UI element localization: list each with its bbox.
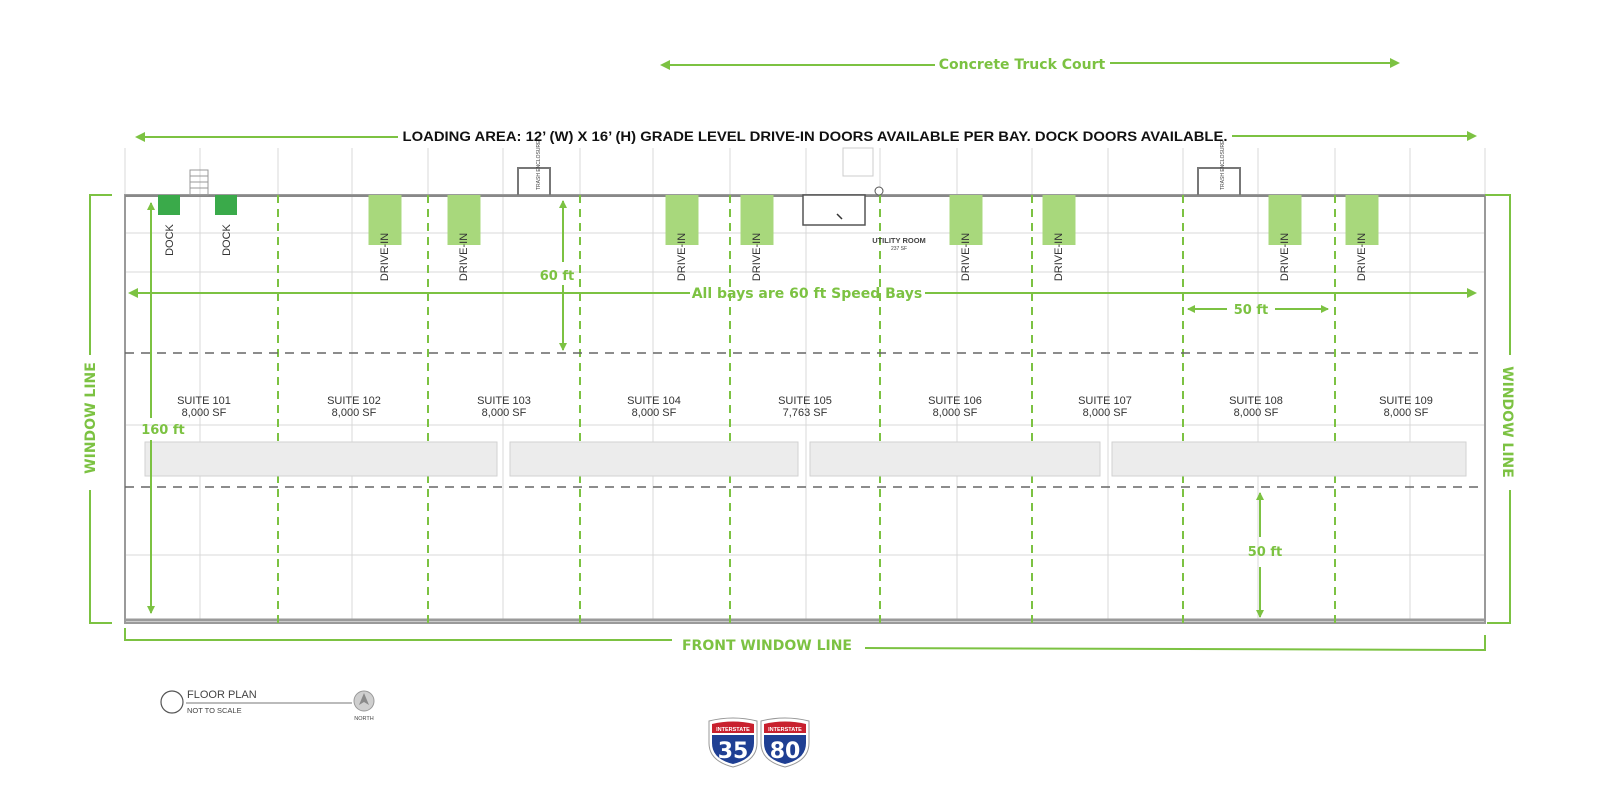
north-label: NORTH — [354, 716, 373, 722]
suite-area: 8,000 SF — [1083, 407, 1128, 419]
suite-area: 8,000 SF — [1384, 407, 1429, 419]
drive-in-door: DRIVE-IN — [1042, 195, 1076, 281]
shield-number: 35 — [718, 739, 749, 764]
suite-area: 8,000 SF — [1234, 407, 1279, 419]
shield-banner: INTERSTATE — [768, 727, 802, 733]
drive-in-door: DRIVE-IN — [1345, 195, 1379, 281]
suite-name: SUITE 104 — [627, 395, 681, 407]
drive-in-door-label: DRIVE-IN — [751, 233, 763, 281]
drive-in-door-label: DRIVE-IN — [458, 233, 470, 281]
stair-symbol — [189, 169, 209, 196]
interstate-shields: INTERSTATE 35 INTERSTATE 80 — [708, 717, 810, 768]
window-line-left: WINDOW LINE — [83, 194, 112, 624]
shield-banner: INTERSTATE — [716, 727, 750, 733]
svg-text:TRASH ENCLOSURE: TRASH ENCLOSURE — [1220, 140, 1226, 190]
suite-name: SUITE 101 — [177, 395, 231, 407]
suite-area: 8,000 SF — [332, 407, 377, 419]
truck-court-label: Concrete Truck Court — [939, 57, 1106, 73]
front-window-line-label: FRONT WINDOW LINE — [682, 638, 852, 654]
dimension-160ft-label: 160 ft — [141, 423, 185, 438]
window-line-right-label: WINDOW LINE — [1499, 366, 1515, 478]
interstate-shield-icon: INTERSTATE 80 — [760, 717, 810, 768]
suite-area: 8,000 SF — [182, 407, 227, 419]
dock-door-label: DOCK — [221, 223, 233, 255]
window-line-left-label: WINDOW LINE — [83, 362, 99, 474]
truck-court-arrow: Concrete Truck Court — [660, 57, 1400, 73]
suite-name: SUITE 108 — [1229, 395, 1283, 407]
dimension-60ft-label: 60 ft — [540, 269, 575, 284]
suite-name: SUITE 103 — [477, 395, 531, 407]
loading-area-label: LOADING AREA: 12’ (W) X 16’ (H) GRADE LE… — [403, 129, 1228, 144]
speed-bays-label: All bays are 60 ft Speed Bays — [692, 286, 923, 302]
suite-area: 8,000 SF — [632, 407, 677, 419]
drive-in-door: DRIVE-IN — [740, 195, 774, 281]
drive-in-door: DRIVE-IN — [447, 195, 481, 281]
utility-room-label: UTILITY ROOM — [872, 236, 926, 245]
legend-title: FLOOR PLAN — [187, 689, 257, 701]
storage-bands — [144, 441, 1467, 477]
dimension-50ft-horizontal: 50 ft — [1187, 303, 1329, 318]
trash-enclosure-left: TRASH ENCLOSURE — [517, 140, 551, 195]
dimension-50ft-vertical: 50 ft — [1248, 492, 1283, 618]
dock-door: DOCK — [158, 195, 180, 256]
suite-area: 8,000 SF — [482, 407, 527, 419]
drive-in-door-label: DRIVE-IN — [1053, 233, 1065, 281]
dock-door-label: DOCK — [164, 223, 176, 255]
speed-bay-lines — [125, 352, 1485, 488]
loading-doors: DOCK DOCK DRIVE-IN DRIVE-IN DRIVE-IN DRIVE-IN… — [158, 195, 1379, 281]
drive-in-door-label: DRIVE-IN — [1279, 233, 1291, 281]
loading-area-arrow: LOADING AREA: 12’ (W) X 16’ (H) GRADE LE… — [135, 129, 1477, 144]
dimension-160ft: 160 ft — [141, 202, 185, 614]
suite-name: SUITE 107 — [1078, 395, 1132, 407]
svg-text:TRASH ENCLOSURE: TRASH ENCLOSURE — [536, 140, 542, 190]
drive-in-door-label: DRIVE-IN — [1356, 233, 1368, 281]
window-line-right: WINDOW LINE — [1485, 194, 1515, 624]
suite-area: 7,763 SF — [783, 407, 828, 419]
suite-name: SUITE 106 — [928, 395, 982, 407]
bay-divider-lines — [277, 195, 1336, 623]
drive-in-door-label: DRIVE-IN — [960, 233, 972, 281]
legend-subtitle: NOT TO SCALE — [187, 706, 242, 715]
interstate-shield-icon: INTERSTATE 35 — [708, 717, 758, 768]
utility-room: UTILITY ROOM 237 SF — [802, 147, 926, 252]
dimension-60ft: 60 ft — [540, 200, 575, 351]
drive-in-door: DRIVE-IN — [665, 195, 699, 281]
dock-door: DOCK — [215, 195, 237, 256]
drive-in-door: DRIVE-IN — [1268, 195, 1302, 281]
drive-in-door-label: DRIVE-IN — [676, 233, 688, 281]
suite-name: SUITE 105 — [778, 395, 832, 407]
suite-name: SUITE 109 — [1379, 395, 1433, 407]
suite-area: 8,000 SF — [933, 407, 978, 419]
shield-number: 80 — [770, 739, 801, 764]
front-window-line: FRONT WINDOW LINE — [124, 628, 1486, 654]
drive-in-door-label: DRIVE-IN — [379, 233, 391, 281]
utility-room-area: 237 SF — [891, 246, 907, 252]
dimension-50ft-v-label: 50 ft — [1248, 545, 1283, 560]
floor-plan-legend: FLOOR PLAN NOT TO SCALE NORTH — [160, 689, 375, 722]
trash-enclosure-right: TRASH ENCLOSURE — [1197, 140, 1241, 195]
drive-in-door: DRIVE-IN — [368, 195, 402, 281]
speed-bays-arrow: All bays are 60 ft Speed Bays — [128, 286, 1477, 302]
north-arrow-icon — [353, 690, 375, 712]
drive-in-door: DRIVE-IN — [949, 195, 983, 281]
suite-name: SUITE 102 — [327, 395, 381, 407]
dimension-50ft-h-label: 50 ft — [1234, 303, 1269, 318]
